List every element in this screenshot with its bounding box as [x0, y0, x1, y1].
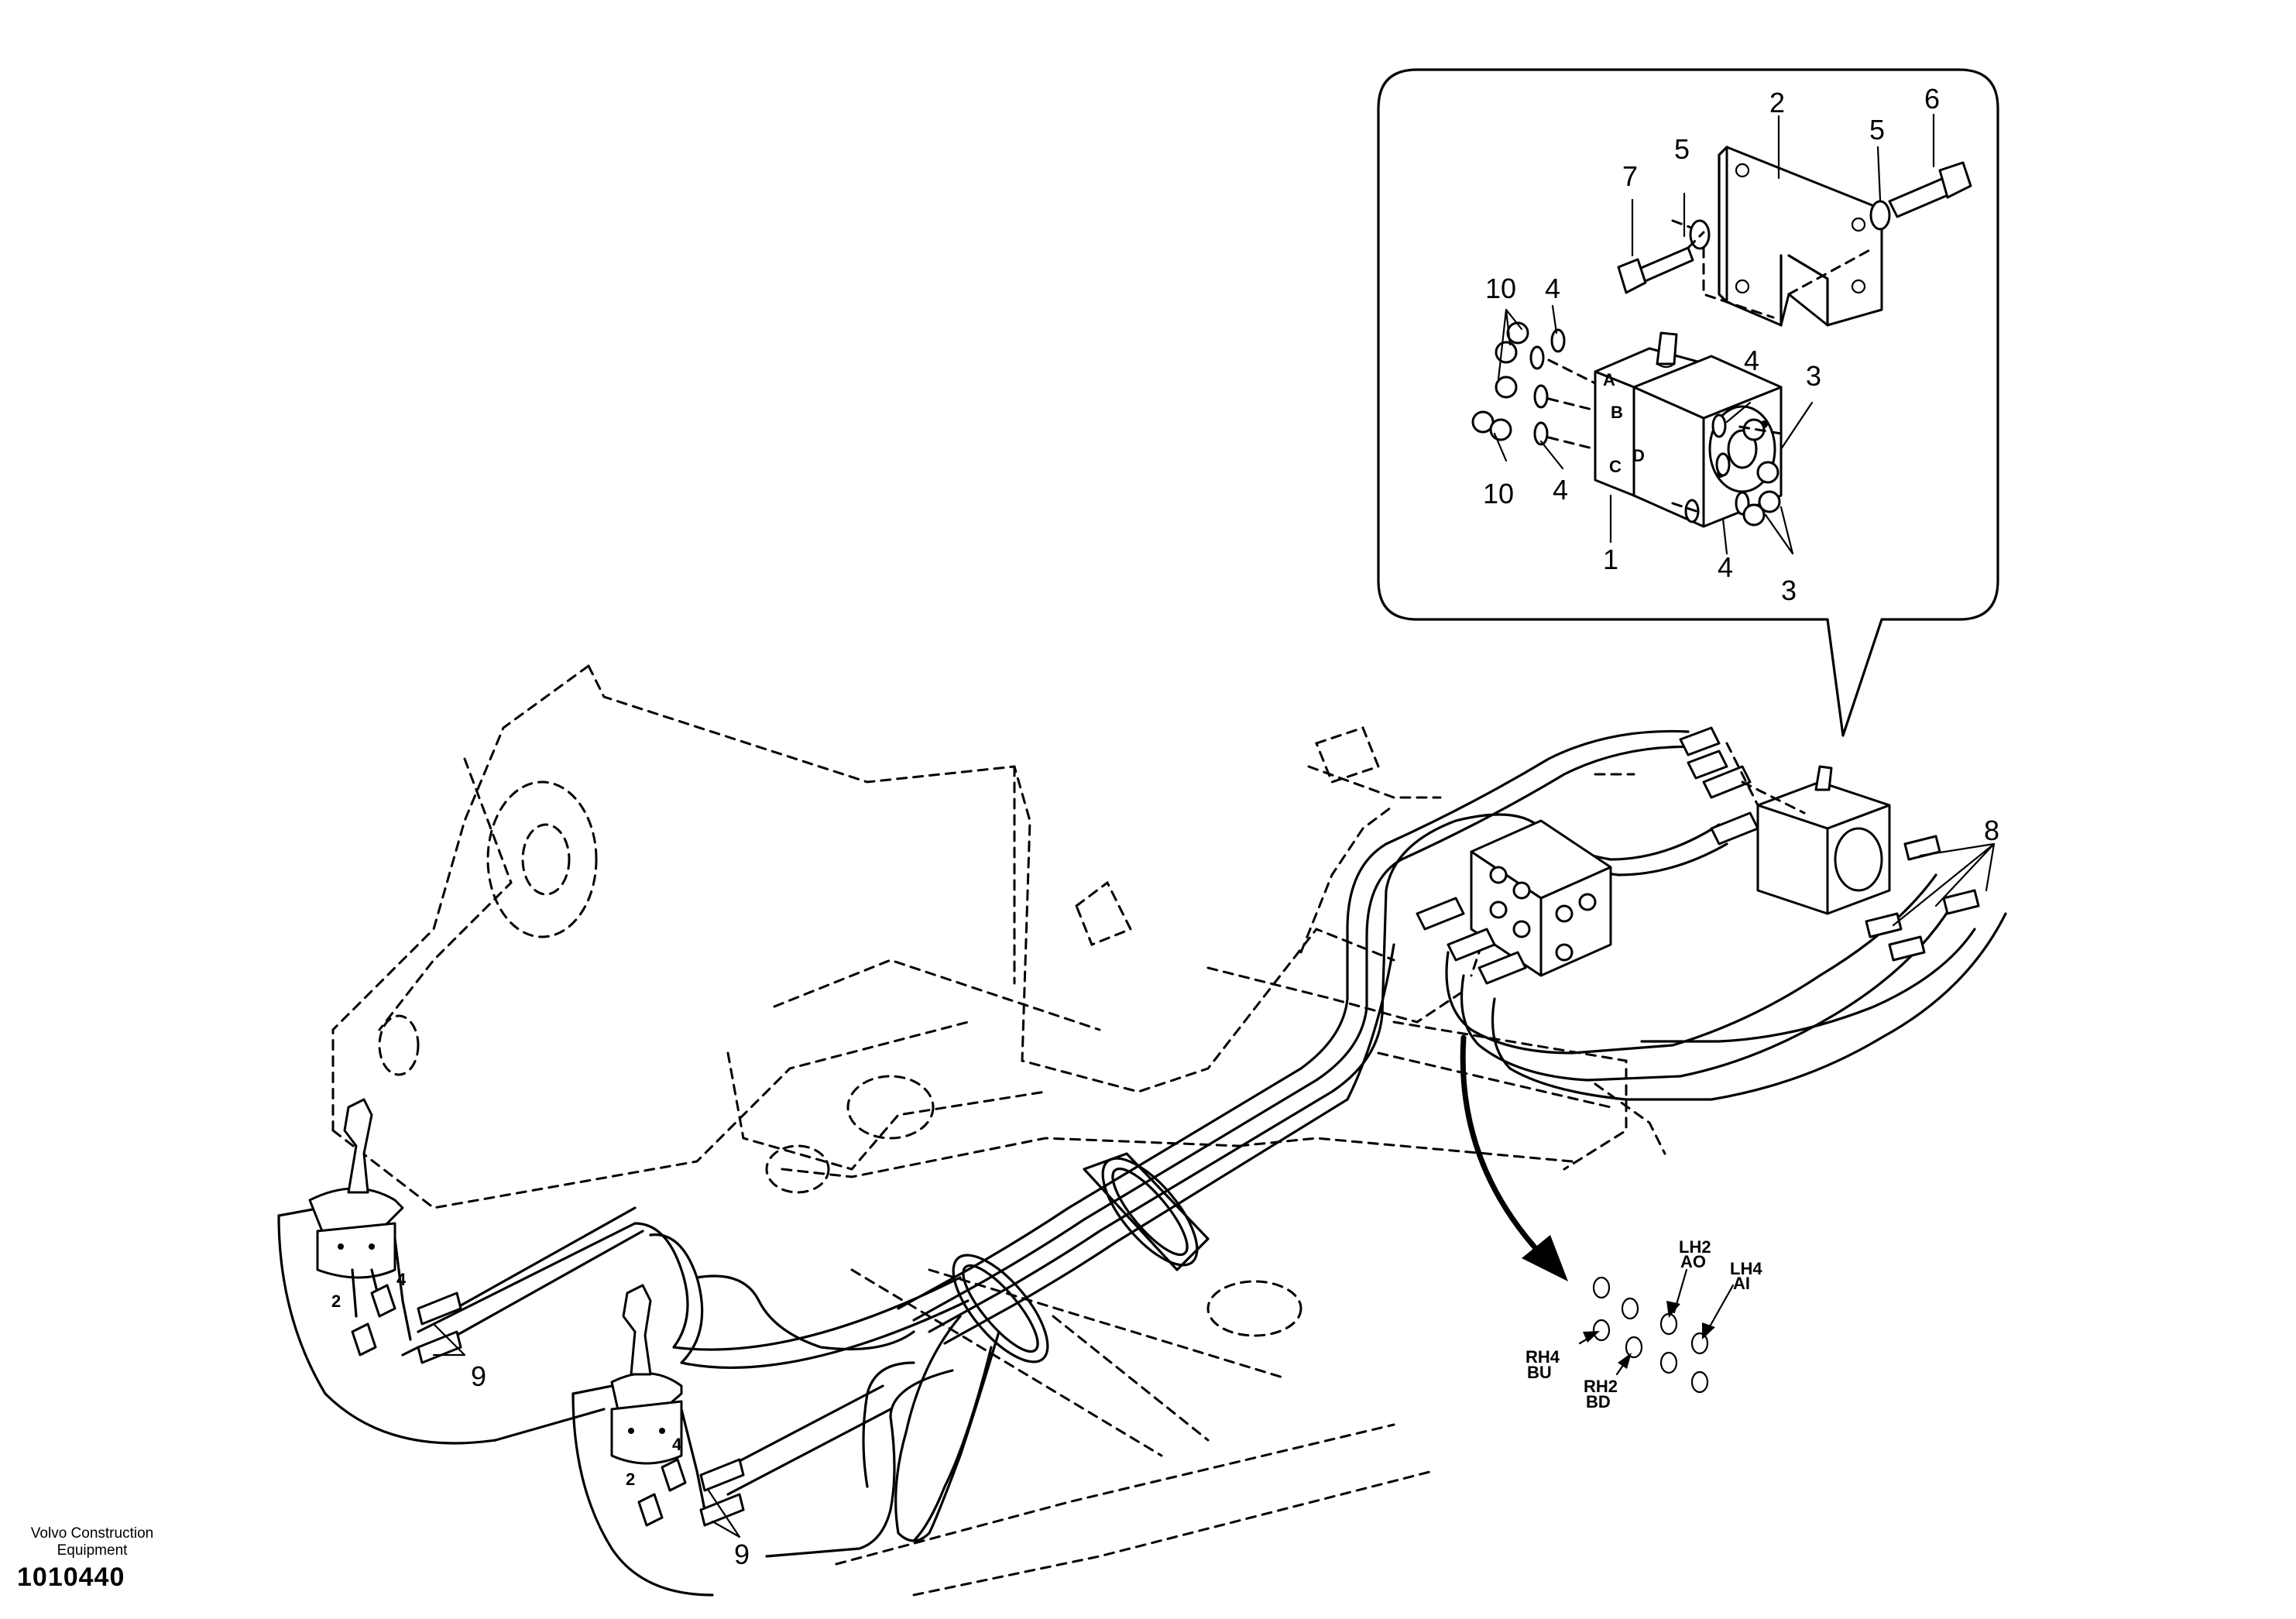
joystick-hoses: [401, 1206, 1000, 1558]
valve-port-d: D: [1632, 446, 1645, 465]
hose-clamps: [952, 1152, 1210, 1363]
left-joystick: [277, 1098, 606, 1445]
maker-line-2: Equipment: [57, 1542, 128, 1559]
main-leaders: [432, 842, 1996, 1538]
left-joystick-port-4: 4: [396, 1270, 407, 1289]
right-joystick-port-2: 2: [626, 1470, 635, 1489]
port-rh4-label: RH4: [1526, 1347, 1560, 1367]
callout-9-right: 9: [734, 1538, 750, 1570]
callout-3-top: 3: [1806, 360, 1821, 392]
bolts-washers: [1617, 161, 1972, 294]
port-ai-label: AI: [1733, 1274, 1750, 1293]
callout-10-bottom: 10: [1483, 478, 1514, 509]
shuttle-valve-installed: [1679, 726, 1980, 962]
callout-3-bottom: 3: [1781, 575, 1797, 606]
callout-4-right: 4: [1744, 345, 1759, 376]
valve-port-a: A: [1603, 370, 1615, 389]
right-joystick: [571, 1284, 745, 1597]
port-rh2-label: RH2: [1584, 1377, 1618, 1396]
main-control-valve: [1416, 819, 1612, 985]
callout-5-left: 5: [1674, 133, 1690, 165]
valve-port-b: B: [1611, 403, 1623, 422]
callout-9-left: 9: [471, 1360, 486, 1392]
callout-1: 1: [1603, 544, 1618, 575]
callout-10-top: 10: [1485, 273, 1516, 304]
valve-port-c: C: [1609, 457, 1622, 476]
port-bd-label: BD: [1586, 1392, 1611, 1411]
right-joystick-port-4: 4: [672, 1435, 682, 1454]
callout-4-bottom: 4: [1718, 551, 1733, 583]
port-map: [1578, 1268, 1735, 1394]
left-joystick-port-2: 2: [331, 1291, 341, 1311]
maker-label: Volvo Construction Equipment: [11, 1525, 173, 1559]
callout-5-right: 5: [1869, 114, 1885, 146]
callout-2: 2: [1769, 87, 1785, 118]
port-bu-label: BU: [1527, 1363, 1552, 1382]
callout-8: 8: [1984, 815, 1999, 846]
frame-outline: [331, 664, 1666, 1597]
callout-4-top: 4: [1545, 273, 1560, 304]
port-lh4-label: LH4: [1730, 1259, 1762, 1278]
port-lh2-label: LH2: [1679, 1237, 1711, 1257]
callout-7: 7: [1622, 160, 1638, 192]
port-map-arrow: [1460, 1034, 1568, 1281]
drawing-number: 1010440: [17, 1562, 125, 1592]
detail-fittings: [1471, 321, 1783, 527]
port-ao-label: AO: [1680, 1252, 1706, 1271]
callout-6: 6: [1924, 83, 1940, 115]
maker-line-1: Volvo Construction: [30, 1525, 154, 1542]
callout-4-bottom-left: 4: [1553, 474, 1568, 506]
detail-leaders: [1493, 113, 1935, 555]
hose-bundle: [897, 729, 2007, 1345]
detail-callout-box: [1377, 68, 1999, 737]
